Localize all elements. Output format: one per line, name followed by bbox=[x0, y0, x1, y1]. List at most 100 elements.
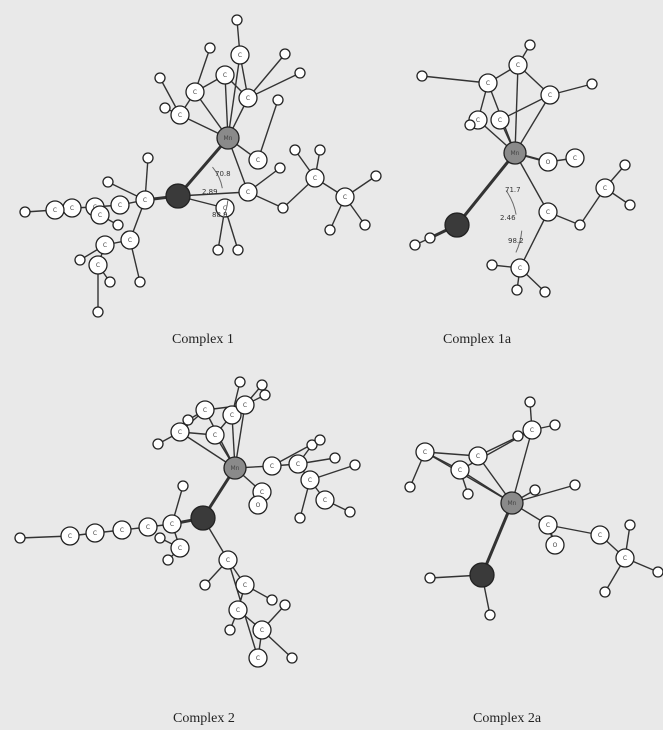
complex-1a-atom-label: O bbox=[546, 159, 551, 166]
complex-1-atom-c bbox=[215, 65, 235, 85]
complex-1a-atom-h bbox=[409, 239, 421, 251]
complex-2-atom-c bbox=[162, 514, 182, 534]
complex-2-atom-label: C bbox=[243, 402, 247, 409]
complex-1-atom-label: C bbox=[238, 52, 242, 59]
complex-2-atom-label: C bbox=[243, 582, 247, 589]
complex-2a-atom-label: C bbox=[623, 555, 627, 562]
complex-1a-atom-h bbox=[624, 199, 636, 211]
complex-2-atom-label: C bbox=[178, 429, 182, 436]
complex-1a-atom-label: C bbox=[603, 185, 607, 192]
complex-1a-atom-label: Mn bbox=[511, 150, 520, 157]
complex-2-atom-label: C bbox=[226, 557, 230, 564]
complex-2a-atom-o bbox=[545, 535, 565, 555]
complex-2-atom-c bbox=[235, 575, 255, 595]
complex-1-atom-c bbox=[185, 82, 205, 102]
complex-2a-atom-h bbox=[484, 609, 496, 621]
complex-2-atom-c bbox=[60, 526, 80, 546]
complex-2-atom-h bbox=[314, 434, 326, 446]
complex-1a-atom-label: C bbox=[548, 92, 552, 99]
complex-1-atom-label: C bbox=[223, 72, 227, 79]
complex-2-atom-label: C bbox=[93, 530, 97, 537]
complex-1a-atom-label: C bbox=[518, 265, 522, 272]
complex-1-atom-label: C bbox=[118, 202, 122, 209]
complex-2a-atom-h bbox=[549, 419, 561, 431]
complex-2-atom-p bbox=[190, 505, 216, 531]
complex-2a-atom-h bbox=[529, 484, 541, 496]
complex-2-atom-h bbox=[162, 554, 174, 566]
complex-2-atom-c bbox=[262, 456, 282, 476]
complex-1-angle-bottom: 88.9 bbox=[212, 211, 228, 219]
complex-2-atom-label: C bbox=[170, 521, 174, 528]
complex-2-atom-c bbox=[218, 550, 238, 570]
complex-2-atom-mn bbox=[223, 456, 247, 480]
complex-2-atom-c bbox=[248, 648, 268, 668]
complex-1-atom-label: C bbox=[193, 89, 197, 96]
complex-2-atom-c bbox=[112, 520, 132, 540]
complex-1-atom-c bbox=[170, 105, 190, 125]
complex-2-atom-c bbox=[228, 600, 248, 620]
complex-1-atom-h bbox=[74, 254, 86, 266]
complex-1-atom-h bbox=[294, 67, 306, 79]
complex-2a-caption: Complex 2a bbox=[473, 711, 542, 726]
complex-2a-atom-label: C bbox=[546, 522, 550, 529]
complex-1a-bond bbox=[455, 152, 517, 226]
complex-1a-atom-c bbox=[510, 258, 530, 278]
complex-2a-atom-p bbox=[469, 562, 495, 588]
complex-2-atom-h bbox=[256, 379, 268, 391]
complex-1a-angle-bottom: 98.2 bbox=[508, 237, 524, 245]
complex-2a-atom-c bbox=[615, 548, 635, 568]
complex-1a-angle-arc-bottom bbox=[515, 230, 523, 253]
complex-1-atom-label: C bbox=[223, 205, 227, 212]
complex-1-atom-h bbox=[232, 244, 244, 256]
complex-1a-atom-label: C bbox=[498, 117, 502, 124]
complex-1a-atom-h bbox=[464, 119, 476, 131]
complex-1-distance: 2.89 bbox=[202, 188, 218, 196]
complex-2-atom-c bbox=[288, 454, 308, 474]
complex-1-atom-label: Mn bbox=[224, 135, 233, 142]
complex-1-angle-top: 70.8 bbox=[215, 170, 231, 178]
complex-1-atom-c bbox=[305, 168, 325, 188]
complex-1a-atom-h bbox=[416, 70, 428, 82]
complex-2-atom-label: C bbox=[260, 627, 264, 634]
complex-2-atom-label: C bbox=[120, 527, 124, 534]
complex-1a-atom-h bbox=[574, 219, 586, 231]
complex-1-atom-h bbox=[359, 219, 371, 231]
complex-1a-angle-top: 71.7 bbox=[505, 186, 521, 194]
complex-1-atom-h bbox=[142, 152, 154, 164]
complex-2a-atom-h bbox=[524, 396, 536, 408]
complex-1-atom-h bbox=[314, 144, 326, 156]
complex-2a-atom-c bbox=[538, 515, 558, 535]
complex-1-atom-label: C bbox=[313, 175, 317, 182]
complex-2-atom-h bbox=[177, 480, 189, 492]
complex-1a-atom-mn bbox=[503, 141, 527, 165]
complex-1-atom-h bbox=[324, 224, 336, 236]
complex-2-atom-h bbox=[286, 652, 298, 664]
complex-1a-atom-h bbox=[539, 286, 551, 298]
complex-1-atom-label: C bbox=[96, 262, 100, 269]
complex-2-atom-h bbox=[199, 579, 211, 591]
complex-2a-atom-h bbox=[569, 479, 581, 491]
complex-1-atom-c bbox=[120, 230, 140, 250]
complex-1a-angle-arc-top bbox=[505, 190, 517, 215]
complex-2-atom-label: C bbox=[203, 407, 207, 414]
complex-2a-atom-c bbox=[590, 525, 610, 545]
complex-2-atom-h bbox=[224, 624, 236, 636]
complex-2-atom-c bbox=[315, 490, 335, 510]
complex-2a-atom-label: C bbox=[598, 532, 602, 539]
complex-1a-atom-label: C bbox=[486, 80, 490, 87]
complex-1-atom-h bbox=[159, 102, 171, 114]
complex-2-atom-c bbox=[85, 523, 105, 543]
complex-1-bond bbox=[176, 137, 230, 197]
complex-2a-atom-h bbox=[424, 572, 436, 584]
complex-2-atom-c bbox=[170, 538, 190, 558]
complex-2-atom-h bbox=[294, 512, 306, 524]
complex-2-atom-label: C bbox=[236, 607, 240, 614]
complex-1-atom-c bbox=[215, 198, 235, 218]
complex-2a-atom-c bbox=[522, 420, 542, 440]
complex-1-atom-h bbox=[154, 72, 166, 84]
complex-2a-atom-h bbox=[404, 481, 416, 493]
complex-2-atom-label: C bbox=[270, 463, 274, 470]
